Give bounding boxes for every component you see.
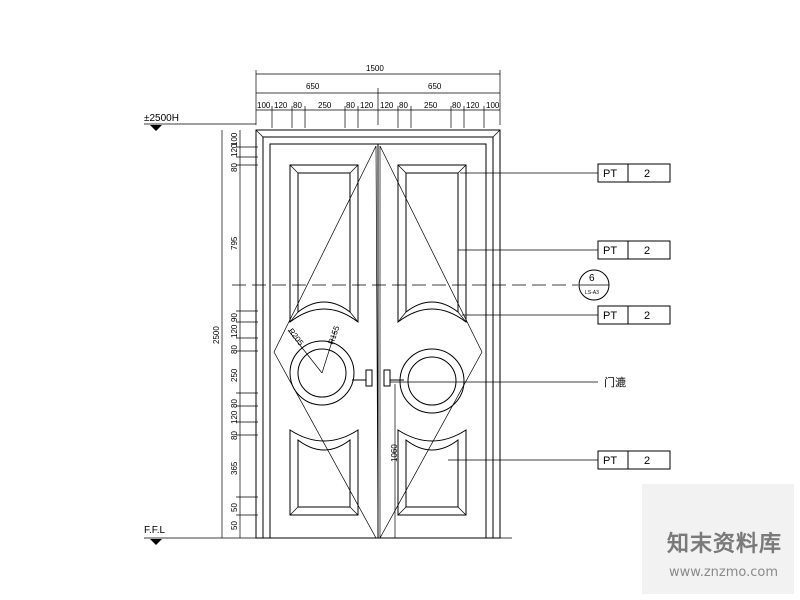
dim-v-4: 795	[230, 236, 239, 250]
dim-v-7: 80	[230, 345, 239, 354]
dim-v-12: 365	[230, 461, 239, 475]
dim-v-8: 250	[230, 368, 239, 382]
dim-top-l1: 100	[257, 101, 271, 110]
dim-total-width: 1500	[366, 64, 384, 73]
section-marker-ref: LS-A3	[585, 290, 599, 296]
dim-top-l4: 250	[318, 101, 332, 110]
dim-top-r1: 120	[380, 101, 394, 110]
tag-pt-1: PT 2	[597, 163, 671, 183]
right-leaf	[397, 164, 467, 516]
level-floor: F.F.L	[144, 525, 512, 545]
dim-handle-height: 1060	[390, 444, 399, 462]
tag-num: 2	[644, 245, 650, 257]
dim-top-l3: 80	[293, 101, 302, 110]
dim-top-r6: 100	[486, 101, 500, 110]
dim-top-r5: 120	[466, 101, 480, 110]
dim-top-l2: 120	[274, 101, 288, 110]
dim-v-3: 80	[230, 163, 239, 172]
dim-top-l6: 120	[360, 101, 374, 110]
tag-pt-3: PT 2	[597, 305, 671, 325]
dim-top-r3: 250	[424, 101, 438, 110]
tag-code: PT	[603, 245, 617, 257]
dim-v-11: 80	[230, 431, 239, 440]
section-line: 6 LS-A3	[232, 269, 610, 301]
diamond-lines	[273, 145, 483, 539]
door-handles: 1060	[352, 369, 404, 538]
top-dimensions: 1500 650 650 100 120 80 250 80 120 120 8…	[255, 64, 501, 128]
dim-top-r4: 80	[452, 101, 461, 110]
watermark-panel	[642, 484, 794, 594]
dim-top-r2: 80	[399, 101, 408, 110]
dim-v-2: 120	[230, 143, 239, 157]
hardware-callout: 门漉	[604, 375, 626, 389]
tag-code: PT	[603, 310, 617, 322]
level-top: ±2500H	[144, 113, 256, 131]
dim-top-l5: 80	[346, 101, 355, 110]
left-dimensions: 100 120 80 795 90 120 80 250 80 120 80 3…	[212, 130, 258, 538]
left-leaf: R205 R155	[286, 164, 359, 516]
dim-v-14: 50	[230, 521, 239, 530]
dim-v-5: 90	[230, 313, 239, 322]
dim-half-left: 650	[306, 82, 320, 91]
watermark-url: www.znzmo.com	[668, 565, 778, 580]
tag-num: 2	[644, 455, 650, 467]
tag-num: 2	[644, 168, 650, 180]
level-floor-label: F.F.L	[144, 525, 166, 536]
level-top-label: ±2500H	[144, 113, 179, 124]
tag-code: PT	[603, 168, 617, 180]
tag-pt-2: PT 2	[597, 240, 671, 260]
dim-half-right: 650	[428, 82, 442, 91]
tag-pt-4: PT 2	[597, 450, 671, 470]
dim-v-10: 120	[230, 410, 239, 424]
tag-num: 2	[644, 310, 650, 322]
callout-leaders	[390, 172, 598, 461]
tag-code: PT	[603, 455, 617, 467]
watermark-brand: 知末资料库	[666, 532, 782, 557]
dim-total-height: 2500	[212, 326, 221, 344]
dim-v-6: 120	[230, 324, 239, 338]
radius-outer-label: R205	[286, 327, 305, 348]
dim-v-1: 100	[230, 132, 239, 146]
dim-v-13: 50	[230, 503, 239, 512]
radius-inner-label: R155	[326, 324, 341, 346]
dim-v-9: 80	[230, 399, 239, 408]
section-marker-num: 6	[589, 273, 595, 284]
